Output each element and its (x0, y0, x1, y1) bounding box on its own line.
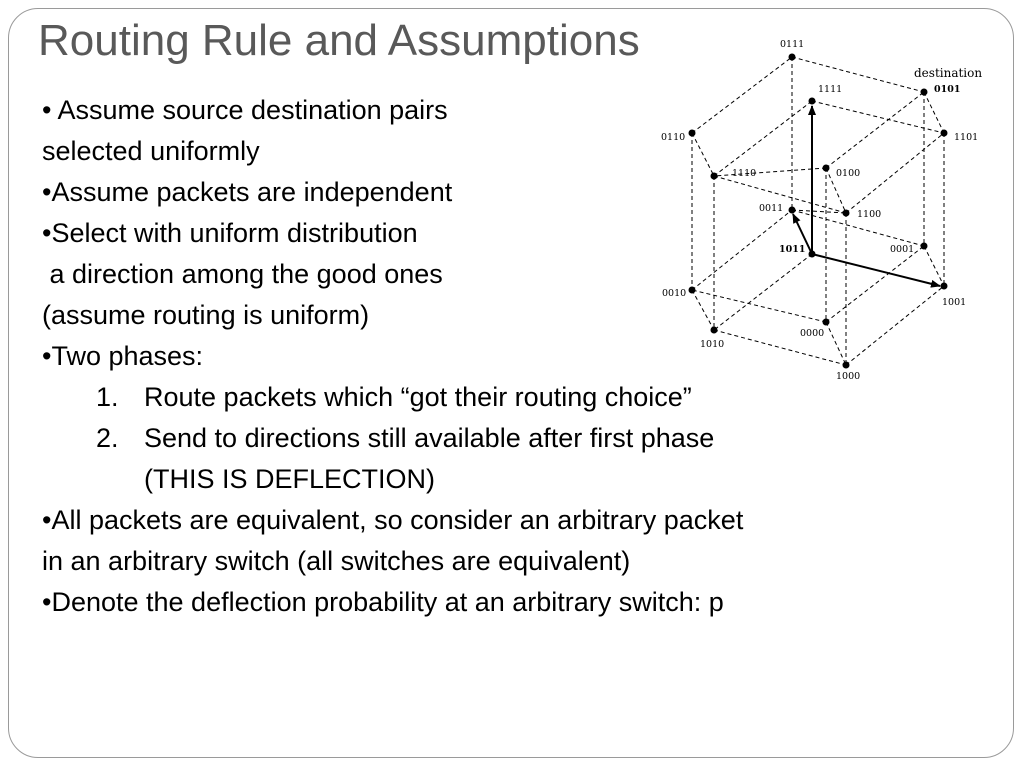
label-1111: 1111 (818, 84, 842, 95)
node-0000 (822, 318, 830, 326)
label-0001: 0001 (890, 244, 914, 255)
node-1110 (710, 172, 718, 180)
node-1111 (808, 97, 816, 105)
slide-title: Routing Rule and Assumptions (38, 16, 640, 65)
slide-body: • Assume source destination pairs select… (42, 90, 1002, 623)
label-1011: 1011 (779, 244, 805, 255)
hypercube-edges (691, 56, 945, 366)
node-0010 (688, 286, 696, 294)
phase-2-item-continued: (THIS IS DEFLECTION) (42, 459, 1002, 500)
label-0010: 0010 (662, 288, 686, 299)
label-0101: 0101 (934, 84, 960, 95)
node-0001 (920, 242, 928, 250)
bullet-6: •Denote the deflection probability at an… (42, 587, 724, 617)
label-0111: 0111 (780, 39, 804, 50)
phase-1-number: 1. (96, 382, 119, 412)
label-0000: 0000 (800, 328, 824, 339)
node-0111 (788, 53, 796, 61)
label-1110: 1110 (732, 168, 756, 179)
bullet-1-line-1: • Assume source destination pairs (42, 95, 448, 125)
node-1001 (940, 282, 948, 290)
arrow-to-0011 (792, 213, 813, 255)
label-1010: 1010 (700, 339, 724, 350)
label-0011: 0011 (759, 203, 783, 214)
bullet-5-line-2: in an arbitrary switch (all switches are… (42, 546, 631, 576)
bullet-3-line-2: a direction among the good ones (42, 259, 443, 289)
bullet-3-line-1: •Select with uniform distribution (42, 218, 418, 248)
routing-arrows (792, 105, 941, 288)
bullet-2: •Assume packets are independent (42, 177, 453, 207)
phase-1-item: 1. Route packets which “got their routin… (42, 377, 1002, 418)
bullet-4: •Two phases: (42, 341, 204, 371)
node-0101 (920, 88, 928, 96)
phase-2-item: 2. Send to directions still available af… (42, 418, 1002, 459)
node-1010 (710, 326, 718, 334)
bullet-1-line-2: selected uniformly (42, 136, 260, 166)
node-1000 (842, 361, 850, 369)
node-1100 (842, 209, 850, 217)
phase-2-number: 2. (96, 423, 119, 453)
label-0110: 0110 (661, 132, 685, 143)
arrow-to-1001 (811, 253, 941, 288)
label-0100: 0100 (836, 168, 860, 179)
bullet-5-line-1: •All packets are equivalent, so consider… (42, 505, 744, 535)
node-0100 (822, 164, 830, 172)
phase-2-text-line-2: (THIS IS DEFLECTION) (144, 464, 436, 494)
hypercube-svg: destination 0111 1111 0101 0110 1101 111… (661, 39, 982, 380)
label-1101: 1101 (954, 132, 978, 143)
slide-frame (8, 8, 1014, 758)
label-1000: 1000 (836, 371, 860, 380)
node-1011 (808, 250, 816, 258)
bullet-3-line-3: (assume routing is uniform) (42, 300, 370, 330)
node-0011 (788, 206, 796, 214)
hypercube-diagram: destination 0111 1111 0101 0110 1101 111… (650, 30, 990, 380)
destination-label: destination (914, 66, 982, 80)
phase-1-text: Route packets which “got their routing c… (144, 382, 692, 412)
phase-2-text-line-1: Send to directions still available after… (144, 423, 715, 453)
node-1101 (940, 129, 948, 137)
label-1001: 1001 (942, 297, 966, 308)
hypercube-nodes (688, 53, 948, 369)
node-labels: destination 0111 1111 0101 0110 1101 111… (661, 39, 982, 380)
node-0110 (688, 129, 696, 137)
label-1100: 1100 (857, 209, 881, 220)
